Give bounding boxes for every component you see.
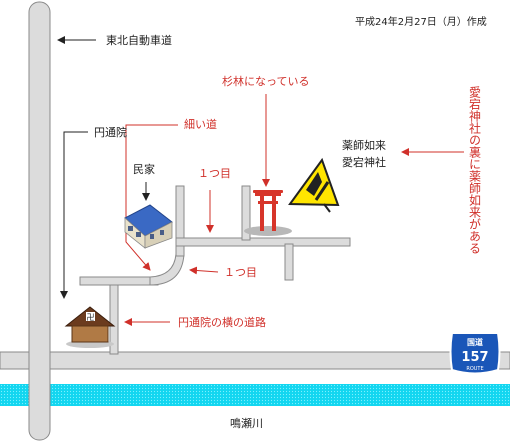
entsuin-temple-icon: 卍 [64,306,116,348]
first-turn-bottom-label: １つ目 [224,266,257,279]
road-vertical-right [284,243,294,281]
entsuin-label: 円通院 [94,126,127,139]
minka-label: 民家 [133,163,155,176]
yakushi-label-line1: 薬師如来 [342,139,386,152]
expressway-road [28,1,51,441]
torii-gate-icon [244,190,292,236]
entsuin-pointer [60,131,88,299]
creation-date-label: 平成24年2月27日（月）作成 [355,17,487,28]
route-157-sign-icon: 国道 157 ROUTE [449,332,501,375]
minka-house-icon [124,204,173,249]
narrow-road-label: 細い道 [184,118,217,131]
svg-text:卍: 卍 [87,313,95,322]
side-road-label: 円通院の横の道路 [178,316,266,329]
road-shrine-horizontal [175,237,351,247]
route-sign-bottom: ROUTE [466,366,483,372]
river-naruse [0,384,510,406]
yakushi-label-line2: 愛宕神社 [342,156,386,169]
behind-shrine-note: 愛宕神社の裏に薬師如来がある [467,86,482,254]
road-curve [149,253,185,286]
road-vertical-second [241,185,251,241]
first-turn-left-label: １つ目 [198,167,231,180]
road-horizontal-upper [79,276,159,286]
river-label: 鳴瀬川 [230,417,263,430]
shrine-sign-icon [288,157,340,213]
main-road-horizontal [0,351,510,370]
road-vertical-narrow [175,185,185,257]
arrow-first-bottom [189,266,219,275]
expressway-label: 東北自動車道 [106,34,172,47]
cedar-grove-label: 杉林になっている [222,75,310,88]
route-sign-top: 国道 [467,337,483,347]
route-sign-number: 157 [461,350,488,365]
arrow-narrow-road [125,124,178,271]
